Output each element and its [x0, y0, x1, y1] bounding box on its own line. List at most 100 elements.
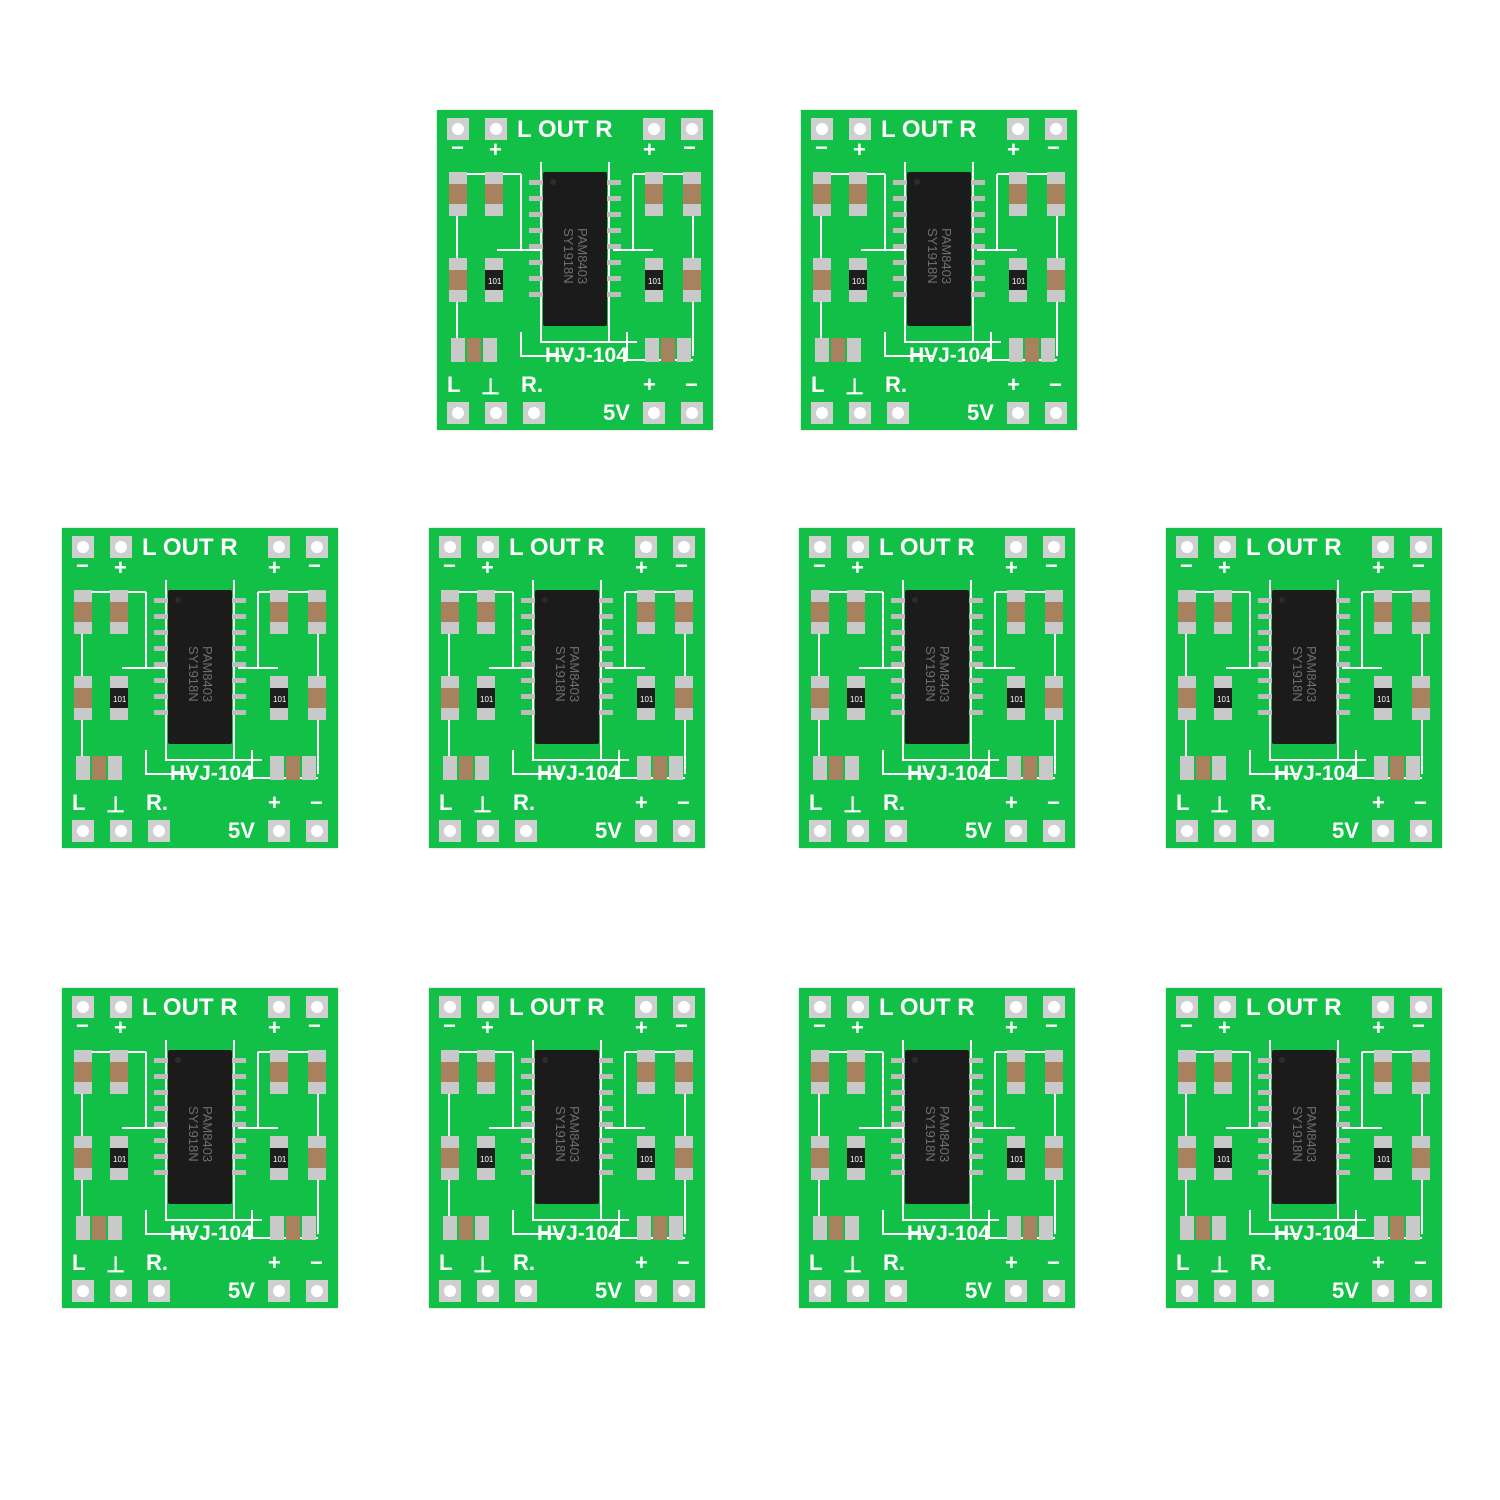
smd-capacitor	[74, 590, 92, 634]
header-pad	[1005, 1280, 1027, 1302]
top-header-pads	[811, 118, 1067, 140]
chip-part-number: PAM8403	[200, 646, 215, 702]
resistor-label: 101	[1217, 1155, 1231, 1164]
bottom-right-component	[1007, 756, 1053, 780]
smd-resistor: 101	[110, 1136, 128, 1180]
header-pad	[110, 820, 132, 842]
header-pad	[673, 996, 695, 1018]
resistor-label: 101	[273, 695, 287, 704]
plus-sign: +	[114, 1015, 127, 1040]
header-pad	[1214, 820, 1236, 842]
smd-capacitor	[675, 590, 693, 634]
header-pad	[1005, 820, 1027, 842]
smd-resistor: 101	[847, 676, 865, 720]
resistor-label: 101	[273, 1155, 287, 1164]
plus-sign: +	[1218, 555, 1231, 580]
smd-capacitor	[308, 1050, 326, 1094]
header-pad	[885, 820, 907, 842]
smd-resistor: 101	[270, 676, 288, 720]
label-right: R.	[521, 372, 543, 397]
minus-sign: −	[451, 135, 464, 160]
smd-resistor: 101	[849, 258, 867, 302]
amplifier-chip: PAM8403 SY1918N	[907, 172, 971, 326]
header-pad	[306, 536, 328, 558]
bottom-header-pads	[809, 1280, 1065, 1302]
model-label: HVJ-104	[907, 1222, 990, 1245]
header-pad	[1176, 536, 1198, 558]
bottom-left-component	[76, 756, 122, 780]
header-pad	[1252, 820, 1274, 842]
header-pad	[847, 996, 869, 1018]
label-right: R.	[1250, 1250, 1272, 1275]
right-capacitors: 101	[270, 1050, 326, 1180]
smd-resistor: 101	[485, 258, 503, 302]
smd-resistor: 101	[1214, 1136, 1232, 1180]
header-pad	[811, 118, 833, 140]
label-left: L	[439, 790, 452, 815]
top-output-label: L OUT R	[879, 994, 975, 1021]
amplifier-chip: PAM8403 SY1918N	[535, 590, 599, 744]
bottom-right-component	[270, 1216, 316, 1240]
label-left: L	[809, 790, 822, 815]
header-pad	[847, 536, 869, 558]
smd-resistor: 101	[645, 258, 663, 302]
smd-resistor: 101	[1009, 258, 1027, 302]
label-right: R.	[146, 790, 168, 815]
header-pad	[148, 820, 170, 842]
bottom-header-pads	[447, 402, 703, 424]
top-output-label: L OUT R	[142, 994, 238, 1021]
smd-capacitor	[270, 1050, 288, 1094]
plus-sign: +	[1007, 372, 1020, 397]
plus-sign: +	[1218, 1015, 1231, 1040]
label-left: L	[439, 1250, 452, 1275]
minus-sign: −	[308, 553, 321, 578]
smd-capacitor	[675, 676, 693, 720]
bottom-header-pads	[1176, 820, 1432, 842]
amplifier-module-board: L OUT R − + + − 101 101	[1166, 988, 1442, 1308]
plus-sign: +	[851, 1015, 864, 1040]
bottom-left-component	[1180, 1216, 1226, 1240]
minus-sign: −	[1047, 790, 1060, 815]
smd-capacitor	[441, 676, 459, 720]
minus-sign: −	[1047, 135, 1060, 160]
amplifier-module-board: L OUT R − + + − 101 101	[62, 528, 338, 848]
header-pad	[673, 1280, 695, 1302]
header-pad	[1214, 1280, 1236, 1302]
left-capacitors: 101	[441, 1050, 495, 1180]
chip-part-number: PAM8403	[200, 1106, 215, 1162]
left-capacitors: 101	[449, 172, 503, 302]
header-pad	[635, 820, 657, 842]
minus-sign: −	[443, 553, 456, 578]
header-pad	[110, 996, 132, 1018]
header-pad	[809, 1280, 831, 1302]
header-pad	[681, 402, 703, 424]
resistor-label: 101	[1377, 1155, 1391, 1164]
minus-sign: −	[1045, 553, 1058, 578]
voltage-label: 5V	[228, 818, 255, 843]
minus-sign: −	[76, 1013, 89, 1038]
header-pad	[477, 536, 499, 558]
smd-resistor: 101	[637, 676, 655, 720]
bottom-header-pads	[809, 820, 1065, 842]
smd-capacitor	[449, 172, 467, 216]
bottom-header-pads	[439, 820, 695, 842]
header-pad	[1176, 820, 1198, 842]
header-pad	[847, 820, 869, 842]
model-label: HVJ-104	[537, 1222, 620, 1245]
voltage-label: 5V	[1332, 1278, 1359, 1303]
header-pad	[306, 996, 328, 1018]
right-capacitors: 101	[270, 590, 326, 720]
header-pad	[1007, 402, 1029, 424]
minus-sign: −	[308, 1013, 321, 1038]
minus-sign: −	[675, 1013, 688, 1038]
left-capacitors: 101	[813, 172, 867, 302]
smd-capacitor	[683, 172, 701, 216]
amplifier-module-board: L OUT R − + + − 101 101	[429, 528, 705, 848]
smd-capacitor	[1374, 1050, 1392, 1094]
top-output-label: L OUT R	[509, 994, 605, 1021]
bottom-right-component	[1374, 1216, 1420, 1240]
smd-capacitor	[637, 1050, 655, 1094]
smd-capacitor	[1178, 676, 1196, 720]
amplifier-chip: PAM8403 SY1918N	[1272, 1050, 1336, 1204]
header-pad	[1252, 1280, 1274, 1302]
